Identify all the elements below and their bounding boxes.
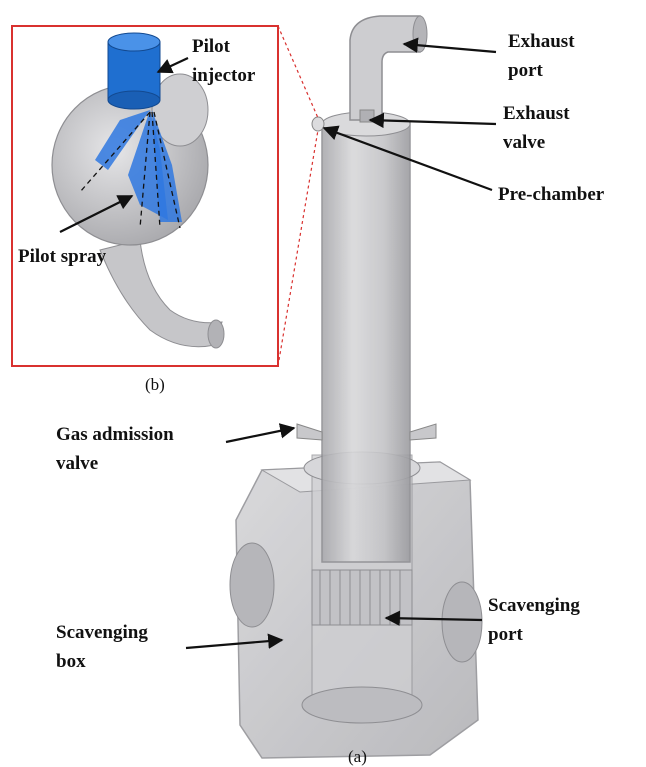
label-scavenging-port-line2: port: [488, 624, 524, 645]
liner-bottom: [302, 687, 422, 723]
label-scavenging-box: Scavenging box: [56, 622, 153, 672]
label-exhaust-valve-line2: valve: [503, 132, 545, 153]
label-exhaust-port-line1: Exhaust: [508, 31, 575, 52]
label-scavenging-box-line2: box: [56, 651, 86, 672]
label-gas-admission-line2: valve: [56, 453, 98, 474]
label-exhaust-valve-line1: Exhaust: [503, 103, 570, 124]
label-pilot-spray: Pilot spray: [18, 246, 107, 267]
label-exhaust-port: Exhaust port: [508, 31, 579, 81]
label-exhaust-valve: Exhaust valve: [503, 103, 574, 153]
label-pilot-injector-line2: injector: [192, 65, 256, 86]
label-scavenging-port-line1: Scavenging: [488, 595, 580, 616]
arrow-gas-admission: [226, 428, 294, 442]
label-scavenging-box-line1: Scavenging: [56, 622, 148, 643]
caption-b: (b): [145, 375, 165, 394]
label-gas-admission-valve: Gas admission valve: [56, 424, 178, 474]
caption-a: (a): [348, 747, 367, 766]
inset-pipe-end: [208, 320, 224, 348]
gas-admission-valve-right: [410, 424, 436, 440]
label-scavenging-port: Scavenging port: [488, 595, 585, 645]
scavenging-port-ring: [312, 570, 412, 625]
pilot-injector-shape: [108, 33, 160, 109]
left-side-port: [230, 543, 274, 627]
zoom-guide-bottom: [278, 130, 318, 366]
pre-chamber-shape: [312, 117, 324, 131]
exhaust-pipe: [350, 16, 420, 120]
label-gas-admission-line1: Gas admission: [56, 424, 174, 445]
gas-admission-valve-left: [297, 424, 322, 440]
label-pre-chamber: Pre-chamber: [498, 184, 605, 205]
label-exhaust-port-line2: port: [508, 60, 544, 81]
label-pilot-injector-line1: Pilot: [192, 36, 231, 57]
right-side-port: [442, 582, 482, 662]
zoom-guide-top: [278, 26, 318, 118]
cylinder-body: [322, 122, 410, 562]
